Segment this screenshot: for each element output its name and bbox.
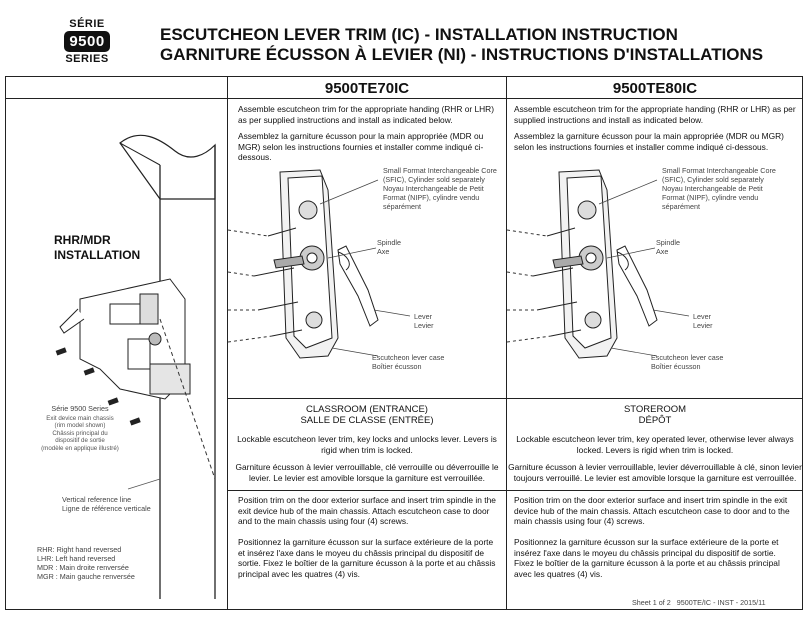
position-en-2: Position trim on the door exterior surfa… xyxy=(514,495,790,526)
door-chassis-illustration xyxy=(55,134,216,599)
series-label: SERIES xyxy=(65,53,109,65)
series-caption: Série 9500 Series xyxy=(51,404,109,413)
legend-item: LHR: Left hand reversed xyxy=(37,554,116,563)
document-frame xyxy=(5,76,803,610)
callout-line: (SFIC), Cylinder sold separately xyxy=(662,175,764,184)
sheet-number: Sheet 1 of 2 xyxy=(632,598,671,607)
callout-line: Lever xyxy=(414,312,432,321)
callout-line: Levier xyxy=(693,321,713,330)
function-en-1: CLASSROOM (ENTRANCE) xyxy=(306,404,428,415)
callout-line: séparément xyxy=(383,202,421,211)
callout-line: Format (NIPF), cylindre vendu xyxy=(662,193,759,202)
vertical-ref-fr: Ligne de référence verticale xyxy=(62,504,151,513)
function-desc-en-1: Lockable escutcheon lever trim, key lock… xyxy=(237,434,497,455)
serie-label: SÉRIE xyxy=(69,18,105,30)
position-row-line xyxy=(227,490,803,491)
page-footer: Sheet 1 of 2 9500TE/IC - INST - 2015/11 xyxy=(632,598,766,607)
core-callout-2: Small Format Interchangeable Core (SFIC)… xyxy=(662,166,794,211)
lever-callout-2: Lever Levier xyxy=(693,312,713,330)
divider-middle xyxy=(506,76,507,610)
callout-line: Small Format Interchangeable Core xyxy=(662,166,776,175)
model-header-2: 9500TE80IC xyxy=(612,80,698,97)
function-fr-2: DÉPÔT xyxy=(638,415,672,426)
case-callout-2: Escutcheon lever case Boîtier écusson xyxy=(651,353,723,371)
function-fr-1: SALLE DE CLASSE (ENTRÉE) xyxy=(300,415,434,426)
case-callout-1: Escutcheon lever case Boîtier écusson xyxy=(372,353,444,371)
callout-line: Escutcheon lever case xyxy=(372,353,445,362)
callout-line: séparément xyxy=(662,202,700,211)
vertical-ref-en: Vertical reference line xyxy=(62,495,132,504)
left-panel: RHR/MDR INSTALLATION Série 9500 Series E… xyxy=(0,99,227,609)
function-desc-fr-1: Garniture écusson à levier verrouillable… xyxy=(235,462,499,483)
divider-left xyxy=(227,76,228,610)
callout-line: Axe xyxy=(377,247,390,256)
intro-en-1: Assemble escutcheon trim for the appropr… xyxy=(238,104,495,125)
function-en-2: STOREROOM xyxy=(623,404,687,415)
function-title-1: CLASSROOM (ENTRANCE) SALLE DE CLASSE (EN… xyxy=(228,404,506,426)
callout-line: Format (NIPF), cylindre vendu xyxy=(383,193,480,202)
function-desc-fr-2: Garniture écusson à levier verrouillable… xyxy=(508,462,802,483)
caption-line: Exit device main chassis xyxy=(46,415,114,422)
position-en-1: Position trim on the door exterior surfa… xyxy=(238,495,496,526)
caption-line: (rim model shown) xyxy=(54,422,106,430)
callout-line: Small Format Interchangeable Core xyxy=(383,166,497,175)
intro-fr-1: Assemblez la garniture écusson pour la m… xyxy=(238,131,484,162)
document-reference: 9500TE/IC - INST - 2015/11 xyxy=(676,598,766,607)
intro-en-2: Assemble escutcheon trim for the appropr… xyxy=(514,104,796,125)
callout-line: Noyau Interchangeable de Petit xyxy=(662,184,763,193)
caption-line: (modèle en applique illustré) xyxy=(41,444,119,452)
callout-line: Lever xyxy=(693,312,711,321)
callout-line: (SFIC), Cylinder sold separately xyxy=(383,175,485,184)
installation-title-line1: RHR/MDR xyxy=(54,233,111,247)
legend-item: MDR : Main droite renversée xyxy=(37,563,129,572)
position-fr-2: Positionnez la garniture écusson sur la … xyxy=(514,537,780,579)
callout-line: Boîtier écusson xyxy=(651,362,701,371)
spindle-callout-1: Spindle Axe xyxy=(377,238,401,256)
caption-line: Châssis principal du xyxy=(52,429,108,437)
position-fr-1: Positionnez la garniture écusson sur la … xyxy=(238,537,496,579)
page-title-fr: GARNITURE ÉCUSSON À LEVIER (NI) - INSTRU… xyxy=(160,45,764,64)
installation-title-line2: INSTALLATION xyxy=(54,248,141,262)
spindle-callout-2: Spindle Axe xyxy=(656,238,680,256)
chassis-caption: Exit device main chassis (rim model show… xyxy=(30,415,130,452)
function-row-line xyxy=(227,398,803,399)
header-row-line xyxy=(5,98,803,99)
callout-line: Noyau Interchangeable de Petit xyxy=(383,184,484,193)
series-number: 9500 xyxy=(64,31,110,52)
handing-legend: RHR: Right hand reversed LHR: Left hand … xyxy=(37,545,135,581)
series-badge: SÉRIE 9500 SERIES xyxy=(58,18,116,65)
caption-line: dispositif de sortie xyxy=(55,437,105,445)
page-title-en: ESCUTCHEON LEVER TRIM (IC) - INSTALLATIO… xyxy=(160,25,678,44)
callout-line: Boîtier écusson xyxy=(372,362,422,371)
legend-item: RHR: Right hand reversed xyxy=(37,545,122,554)
installation-title: RHR/MDR INSTALLATION xyxy=(54,233,140,263)
model-header-1: 9500TE70IC xyxy=(324,80,410,97)
callout-line: Spindle xyxy=(377,238,401,247)
vertical-reference-label: Vertical reference line Ligne de référen… xyxy=(62,495,151,513)
core-callout-1: Small Format Interchangeable Core (SFIC)… xyxy=(383,166,503,211)
callout-line: Escutcheon lever case xyxy=(651,353,724,362)
function-title-2: STOREROOM DÉPÔT xyxy=(507,404,803,426)
intro-fr-2: Assemblez la garniture écusson pour la m… xyxy=(514,131,784,152)
callout-line: Levier xyxy=(414,321,434,330)
escutcheon-trim-illustration-1 xyxy=(228,169,411,359)
lever-callout-1: Lever Levier xyxy=(414,312,434,330)
callout-line: Spindle xyxy=(656,238,680,247)
legend-item: MGR : Main gauche renversée xyxy=(37,572,135,581)
callout-line: Axe xyxy=(656,247,669,256)
escutcheon-trim-illustration-2 xyxy=(507,169,690,359)
function-desc-en-2: Lockable escutcheon lever trim, key oper… xyxy=(516,434,794,455)
